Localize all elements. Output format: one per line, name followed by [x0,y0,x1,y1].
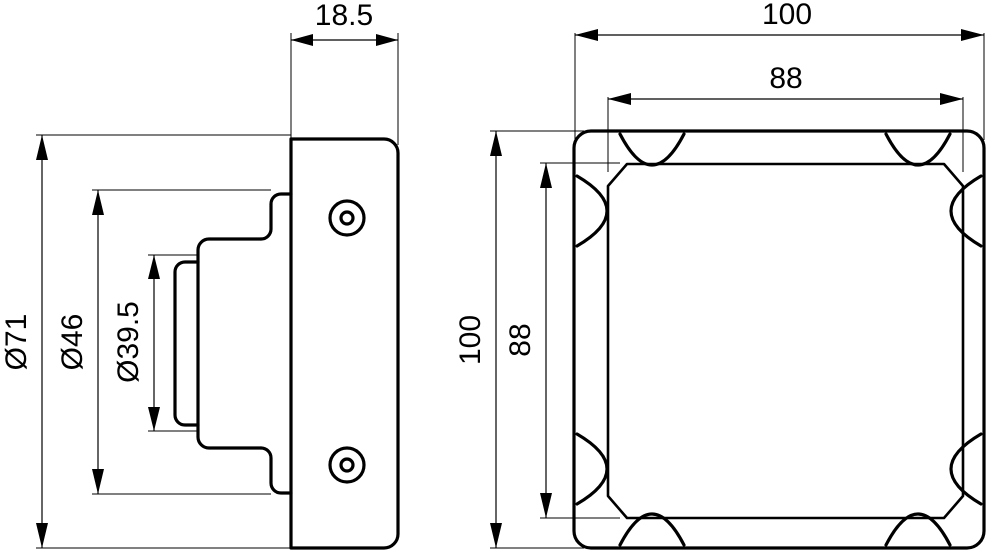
front-plate-inner [606,162,965,520]
arrow-46-bottom [92,469,104,494]
arrow-39-5-top [148,255,160,279]
dim-label-71: Ø71 [0,314,33,371]
dimension-inner-diameter-39-5: Ø39.5 [112,254,198,432]
dimension-mid-diameter-46: Ø46 [56,189,271,495]
dim-label-18-5: 18.5 [315,0,373,32]
boss-step-outer-lower [259,446,293,495]
mounting-hole-bottom-inner [339,457,355,473]
arrow-71-bottom [36,523,48,548]
corner-notch-right-bottom [949,432,983,506]
boss-step-outer [259,192,293,241]
arrow-w88-left [608,93,631,105]
mounting-hole-top-outer [328,199,366,237]
corner-notch-left-bottom [575,432,609,506]
dim-label-h88: 88 [504,323,537,356]
arrow-71-top [36,135,48,160]
arrow-39-5-bottom [148,407,160,431]
dimension-plate-width-100: 100 [574,0,985,140]
dimension-inner-height-88: 88 [504,162,620,519]
arrow-h100-bottom [490,523,502,548]
dim-label-h100: 100 [454,315,487,365]
arrow-h88-bottom [540,493,552,518]
arrow-46-top [92,190,104,215]
dim-label-39-5: Ø39.5 [112,301,145,383]
dimension-plate-height-100: 100 [454,130,584,549]
arrow-w100-right [961,29,984,41]
corner-notch-left-top [575,174,609,248]
mounting-hole-top [328,199,366,237]
boss-step-mid [196,237,263,450]
mounting-hole-bottom-outer [328,446,366,484]
arrow-h88-top [540,163,552,188]
boss-step-inner [173,260,200,427]
dim-label-46: Ø46 [56,314,89,371]
dim-label-w100: 100 [762,0,812,31]
corner-notch-bottom-left [618,512,686,547]
arrow-w88-right [940,93,963,105]
corner-notch-top-left [618,132,686,167]
dimension-inner-width-88: 88 [607,62,964,172]
dimension-thickness-18-5: 18.5 [290,0,399,145]
front-plate-outer [572,129,986,550]
arrow-h100-top [490,131,502,156]
front-view: 100 88 100 [454,0,986,550]
dimension-outer-diameter-71: Ø71 [0,134,291,549]
corner-notch-bottom-right [884,512,952,547]
corner-notch-right-top [949,174,983,248]
dim-label-w88: 88 [769,62,802,95]
flange-plate-outline [289,137,400,550]
arrow-18-5-left [291,34,313,46]
arrow-w100-left [575,29,598,41]
arrow-18-5-right [376,34,398,46]
corner-notch-top-right [884,132,952,167]
side-section-view: 18.5 Ø71 Ø46 [0,0,400,550]
mounting-hole-top-inner [339,210,355,226]
mounting-hole-bottom [328,446,366,484]
